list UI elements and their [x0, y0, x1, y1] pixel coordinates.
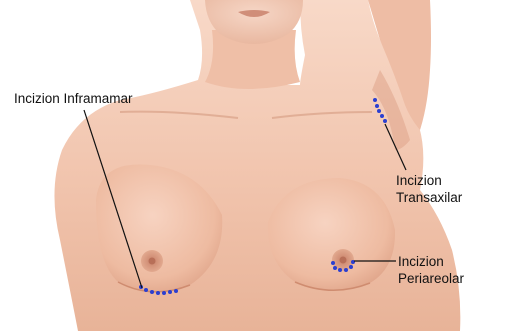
right-breast [268, 178, 395, 290]
inframamar-label: Incizion Inframamar [14, 90, 133, 107]
transaxilar-label-line2: Transaxilar [396, 189, 462, 206]
periareolar-label-line1: Incizion [398, 253, 444, 270]
periareolar-label-line2: Periareolar [398, 270, 464, 287]
right-nipple [340, 257, 347, 264]
left-nipple [149, 258, 156, 265]
transaxilar-label-line1: Incizion [396, 172, 442, 189]
